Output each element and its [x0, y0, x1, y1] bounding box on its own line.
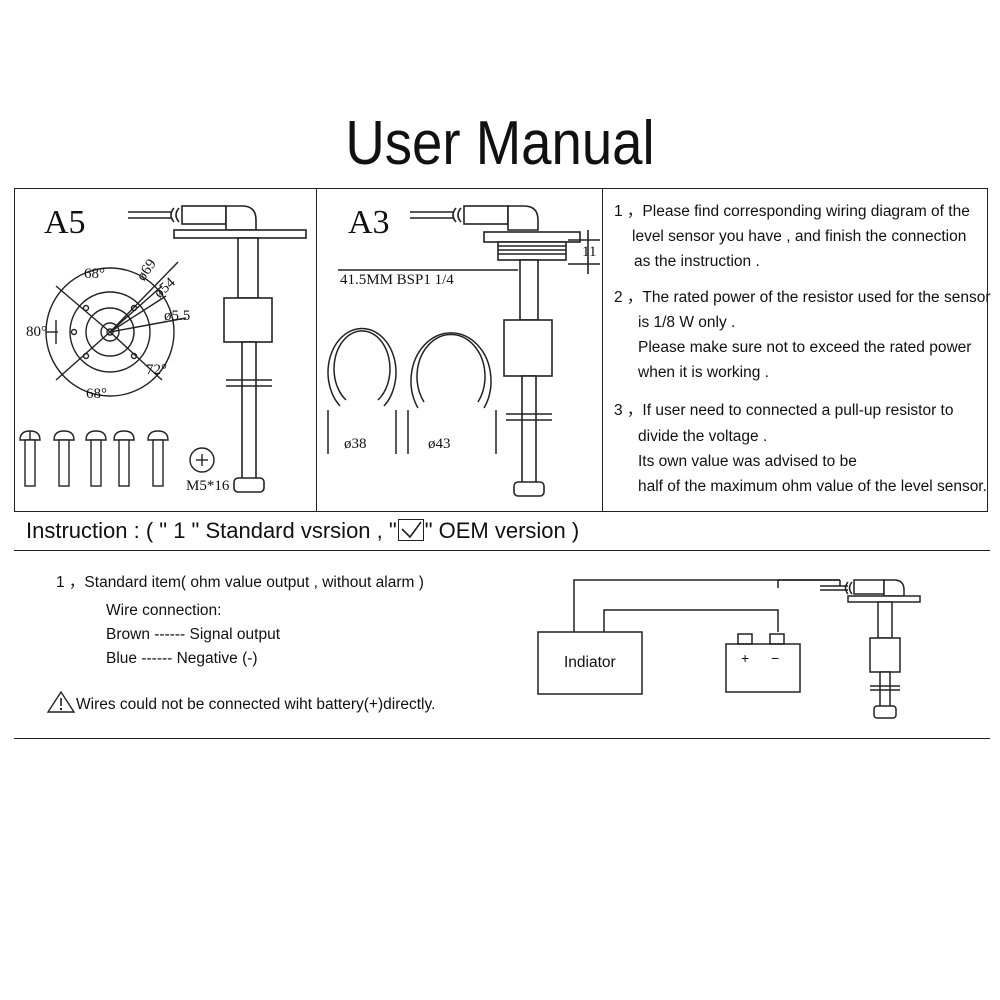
- a5-angle-left: 80°: [26, 324, 47, 340]
- note-1-line-1: 1 ，Please find corresponding wiring diag…: [614, 203, 970, 220]
- oem-checkbox: [397, 519, 424, 541]
- sensor-panels-frame: [14, 188, 988, 512]
- note-3-line-3: Its own value was advised to be: [638, 453, 857, 470]
- battery-minus: −: [771, 650, 780, 666]
- a5-sensor-side-view: [128, 205, 307, 493]
- note-3-line-1: 3 ，If user need to connected a pull-up r…: [614, 402, 954, 419]
- a5-label: A5: [44, 204, 86, 241]
- divider-top: [14, 550, 990, 551]
- panel-divider-2: [602, 188, 603, 512]
- wiring-diagram: [537, 579, 921, 719]
- note-2-line-3: Please make sure not to exceed the rated…: [638, 339, 972, 356]
- a3-height-dim: 11: [582, 244, 597, 260]
- note-3-line-4: half of the maximum ohm value of the lev…: [638, 478, 987, 495]
- a3-rings: [327, 327, 497, 454]
- instruction-prefix: Instruction : ( " 1 " Standard vsrsion ,…: [26, 518, 397, 543]
- standard-item-heading: 1 ，Standard item( ohm value output , wit…: [56, 574, 424, 591]
- indicator-label: Indiator: [564, 654, 616, 671]
- warning-row: Wires could not be connected wiht batter…: [46, 690, 435, 714]
- note-3-line-2: divide the voltage .: [638, 428, 768, 445]
- warning-icon: [46, 690, 76, 713]
- a5-drawing: [19, 205, 307, 493]
- a5-angle-top: 68°: [84, 266, 105, 282]
- wire-connection-heading: Wire connection:: [106, 602, 222, 619]
- a5-diameter-5-5: ø5.5: [164, 308, 191, 324]
- battery-plus: +: [741, 650, 750, 666]
- note-2-line-4: when it is working .: [638, 364, 769, 381]
- warning-text: Wires could not be connected wiht batter…: [76, 696, 436, 713]
- divider-bottom: [14, 738, 990, 739]
- instruction-heading: Instruction : ( " 1 " Standard vsrsion ,…: [26, 518, 579, 544]
- wire-blue: Blue ------ Negative (-): [106, 650, 258, 667]
- a5-screw-size: M5*16: [186, 478, 230, 494]
- panel-divider-1: [316, 188, 317, 512]
- note-1-line-3: as the instruction .: [634, 253, 760, 270]
- a5-angle-bottom: 68°: [86, 386, 107, 402]
- a3-label: A3: [348, 204, 390, 241]
- a3-ring-small-dim: ø38: [344, 436, 367, 452]
- instruction-suffix: " OEM version ): [424, 518, 580, 543]
- note-1-line-2: level sensor you have , and finish the c…: [632, 228, 967, 245]
- a5-flange-top-view: [45, 261, 187, 397]
- a5-screws: [19, 430, 215, 487]
- a3-drawing: [327, 205, 600, 497]
- check-icon: [401, 521, 422, 539]
- a5-angle-right: 72°: [146, 362, 167, 378]
- a3-ring-large-dim: ø43: [428, 436, 451, 452]
- page-title: User Manual: [345, 109, 655, 178]
- note-2-line-1: 2 ，The rated power of the resistor used …: [614, 289, 991, 306]
- wiring-sensor: [847, 579, 921, 719]
- a3-sensor-side-view: [338, 205, 600, 497]
- wire-brown: Brown ------ Signal output: [106, 626, 281, 643]
- a3-thread-spec: 41.5MM BSP1 1/4: [340, 272, 454, 288]
- note-2-line-2: is 1/8 W only .: [638, 314, 736, 331]
